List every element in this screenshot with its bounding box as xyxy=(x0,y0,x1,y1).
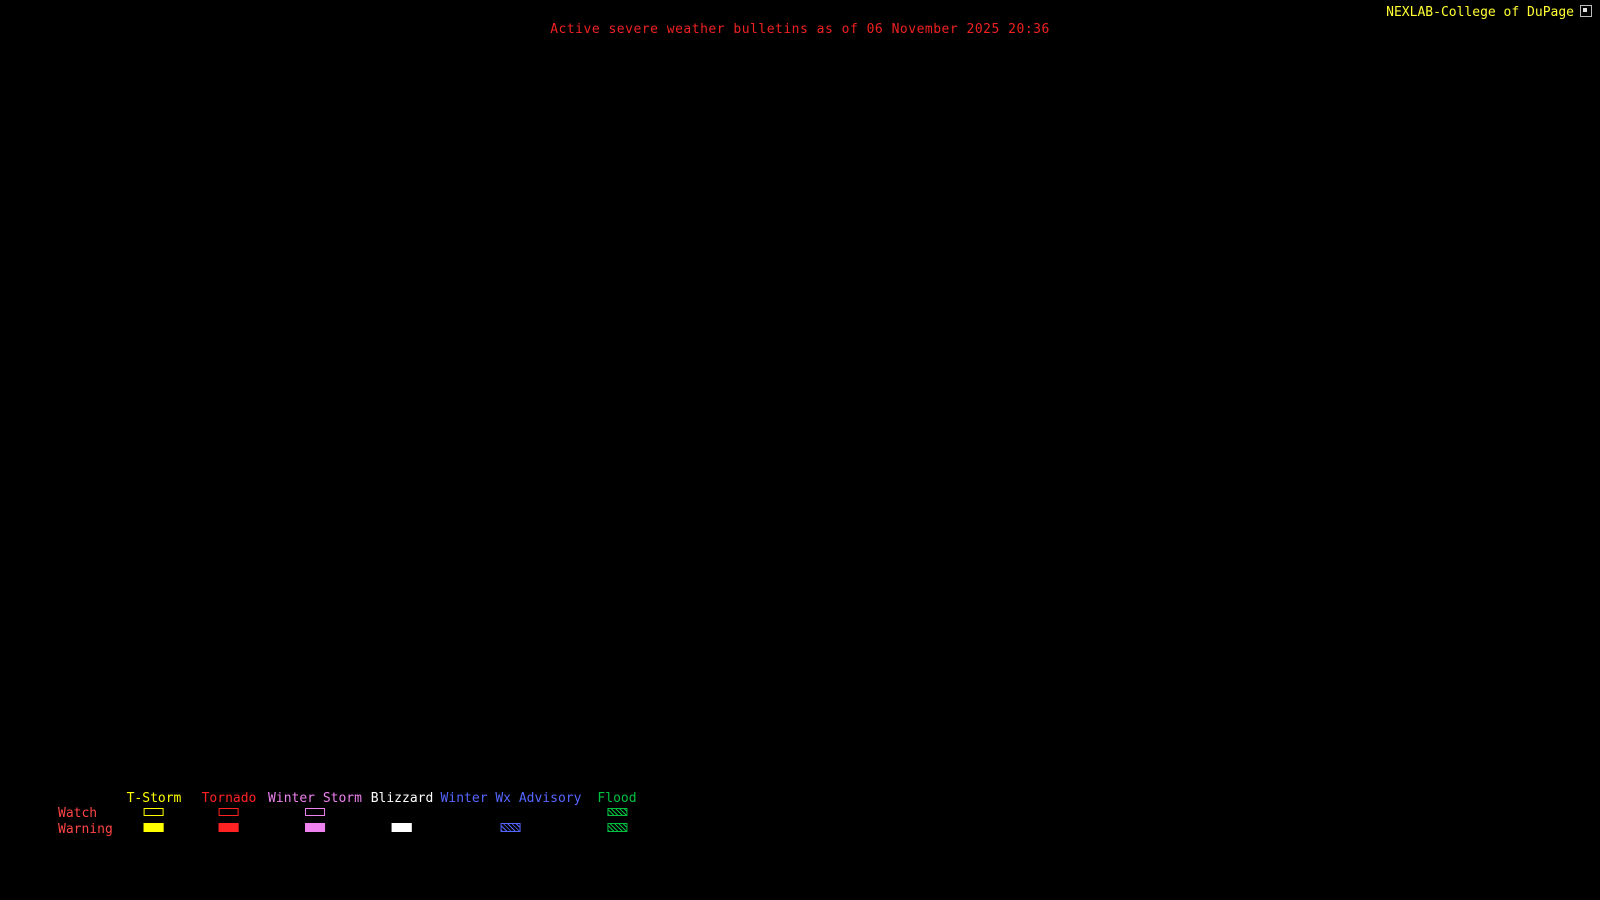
legend-col-label: Blizzard xyxy=(370,791,434,806)
legend-warning-swatch xyxy=(500,823,521,832)
legend-warning-swatch xyxy=(606,823,627,832)
legend-col-label: Flood xyxy=(597,791,637,806)
legend-watch-swatch xyxy=(218,808,239,816)
legend-row-label-warning: Warning xyxy=(58,822,113,837)
brand-label: NEXLAB-College of DuPage xyxy=(1386,5,1574,20)
legend-col-label: Winter Wx Advisory xyxy=(440,791,582,806)
legend-watch-swatch xyxy=(606,808,627,816)
legend-column-tornado: Tornado xyxy=(201,791,257,832)
legend-column-blizzard: Blizzard xyxy=(370,791,434,832)
legend-warning-swatch xyxy=(143,823,164,832)
page-title: Active severe weather bulletins as of 06… xyxy=(550,22,1050,37)
legend-col-label: Winter Storm xyxy=(268,791,362,806)
legend-watch-swatch xyxy=(304,808,325,816)
legend-warning-swatch xyxy=(392,823,412,832)
legend-warning-swatch xyxy=(218,823,239,832)
legend-column-tstorm: T-Storm xyxy=(126,791,182,832)
legend-row-label-watch: Watch xyxy=(58,806,98,821)
legend-column-flood: Flood xyxy=(597,791,637,832)
nexlab-logo-icon xyxy=(1580,5,1592,17)
legend-col-label: Tornado xyxy=(201,791,257,806)
legend-col-label: T-Storm xyxy=(126,791,182,806)
legend-column-winter-storm: Winter Storm xyxy=(268,792,362,832)
legend-watch-swatch xyxy=(143,808,164,816)
legend-warning-swatch xyxy=(304,823,325,832)
legend-column-winter-wx-advisory: Winter Wx Advisory xyxy=(440,791,582,832)
